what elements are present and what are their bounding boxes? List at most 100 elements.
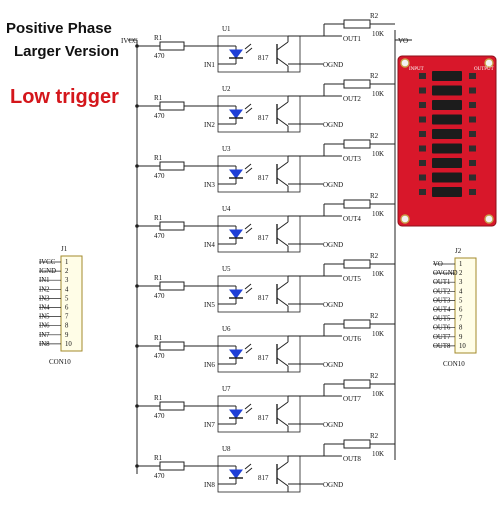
led-icon: [229, 169, 243, 179]
header-pin: [419, 73, 426, 79]
transistor-emitter: [276, 477, 289, 487]
pullup-ref: R2: [370, 312, 379, 320]
silk-output-label: OUTPUT: [474, 67, 494, 72]
transistor-emitter: [276, 237, 289, 247]
ground-label: OGND: [323, 481, 343, 489]
pullup-ref: R2: [370, 12, 379, 20]
j2-ref: J2: [455, 247, 462, 255]
resistor-r2: [343, 439, 371, 449]
light-arrow: [244, 403, 252, 410]
optocoupler-body: [217, 95, 301, 133]
resistor-r2: [343, 19, 371, 29]
optocoupler-ref: U2: [222, 85, 231, 93]
header-pin: [419, 87, 426, 94]
j2-pin-number: 10: [459, 343, 466, 350]
j1-pin-number: 8: [65, 323, 69, 330]
j2-pin-number: 6: [459, 307, 463, 314]
pullup-value: 10K: [372, 330, 384, 338]
optocoupler-body: [217, 335, 301, 373]
resistor-ref: R1: [154, 394, 163, 402]
optocoupler-part: 817: [258, 354, 269, 362]
j2-signal-label: OUT3: [433, 297, 451, 304]
header-pin: [469, 87, 476, 94]
output-label: OUT6: [343, 335, 361, 343]
pullup-ref: R2: [370, 72, 379, 80]
pullup-ref: R2: [370, 372, 379, 380]
j1-signal-label: IN2: [39, 286, 50, 293]
input-label: IN2: [204, 121, 215, 129]
optocoupler-body: [217, 395, 301, 433]
led-icon: [229, 229, 243, 239]
silk-input-label: INPUT: [409, 67, 424, 72]
header-pin: [419, 102, 426, 108]
j1-pin-number: 1: [65, 259, 68, 266]
j2-pin-number: 4: [459, 288, 463, 295]
optocoupler-chip: [432, 187, 462, 197]
j2-signal-label: OUT1: [433, 279, 450, 286]
mounting-hole: [484, 58, 494, 68]
input-label: IN5: [204, 301, 215, 309]
optocoupler-part: 817: [258, 174, 269, 182]
optocoupler-ref: U1: [222, 25, 231, 33]
header-pin: [469, 131, 476, 137]
optocoupler-part: 817: [258, 54, 269, 62]
channels: R1470U1817IN1R210KOUT1OGNDR1470U2817IN2R…: [135, 12, 395, 493]
board-photo: INPUT OUTPUT: [397, 55, 497, 227]
j2-pin-number: 5: [459, 297, 463, 304]
led-icon: [229, 109, 243, 119]
title-line-2: Larger Version: [14, 43, 120, 60]
pullup-value: 10K: [372, 210, 384, 218]
pullup-ref: R2: [370, 432, 379, 440]
input-label: IN3: [204, 181, 215, 189]
resistor-value: 470: [154, 472, 165, 480]
optocoupler-ref: U5: [222, 265, 231, 273]
optocoupler-ref: U6: [222, 325, 231, 333]
resistor-r2: [343, 379, 371, 389]
light-arrow: [244, 343, 252, 350]
resistor-r1: [159, 401, 185, 411]
resistor-ref: R1: [154, 274, 163, 282]
pullup-value: 10K: [372, 90, 384, 98]
optocoupler-part: 817: [258, 414, 269, 422]
optocoupler-ref: U8: [222, 445, 231, 453]
mounting-hole: [400, 214, 410, 224]
light-arrow: [245, 407, 253, 414]
header-pin: [469, 102, 476, 108]
transistor-emitter: [276, 417, 289, 427]
optocoupler-ref: U4: [222, 205, 231, 213]
resistor-r2: [343, 319, 371, 329]
ground-label: OGND: [323, 61, 343, 69]
ground-label: OGND: [323, 361, 343, 369]
light-arrow: [245, 167, 253, 174]
transistor-emitter: [276, 177, 289, 187]
output-label: OUT1: [343, 35, 361, 43]
ground-label: OGND: [323, 121, 343, 129]
optocoupler-ref: U3: [222, 145, 231, 153]
j1-signal-label: IN4: [39, 305, 50, 312]
resistor-ref: R1: [154, 94, 163, 102]
ground-label: OGND: [323, 241, 343, 249]
j1-body: [60, 255, 83, 352]
output-label: OUT2: [343, 95, 361, 103]
j2-signal-label: OUT2: [433, 288, 451, 295]
light-arrow: [244, 283, 252, 290]
light-arrow: [244, 163, 252, 170]
ground-label: OGND: [323, 181, 343, 189]
optocoupler-chip: [432, 114, 462, 125]
transistor-collector: [276, 161, 289, 171]
input-label: IN8: [204, 481, 215, 489]
resistor-ref: R1: [154, 454, 163, 462]
j1-ref: J1: [61, 245, 68, 253]
transistor-emitter: [276, 357, 289, 367]
input-label: IN7: [204, 421, 215, 429]
optocoupler-part: 817: [258, 294, 269, 302]
led-icon: [229, 349, 243, 359]
light-arrow: [244, 463, 252, 470]
